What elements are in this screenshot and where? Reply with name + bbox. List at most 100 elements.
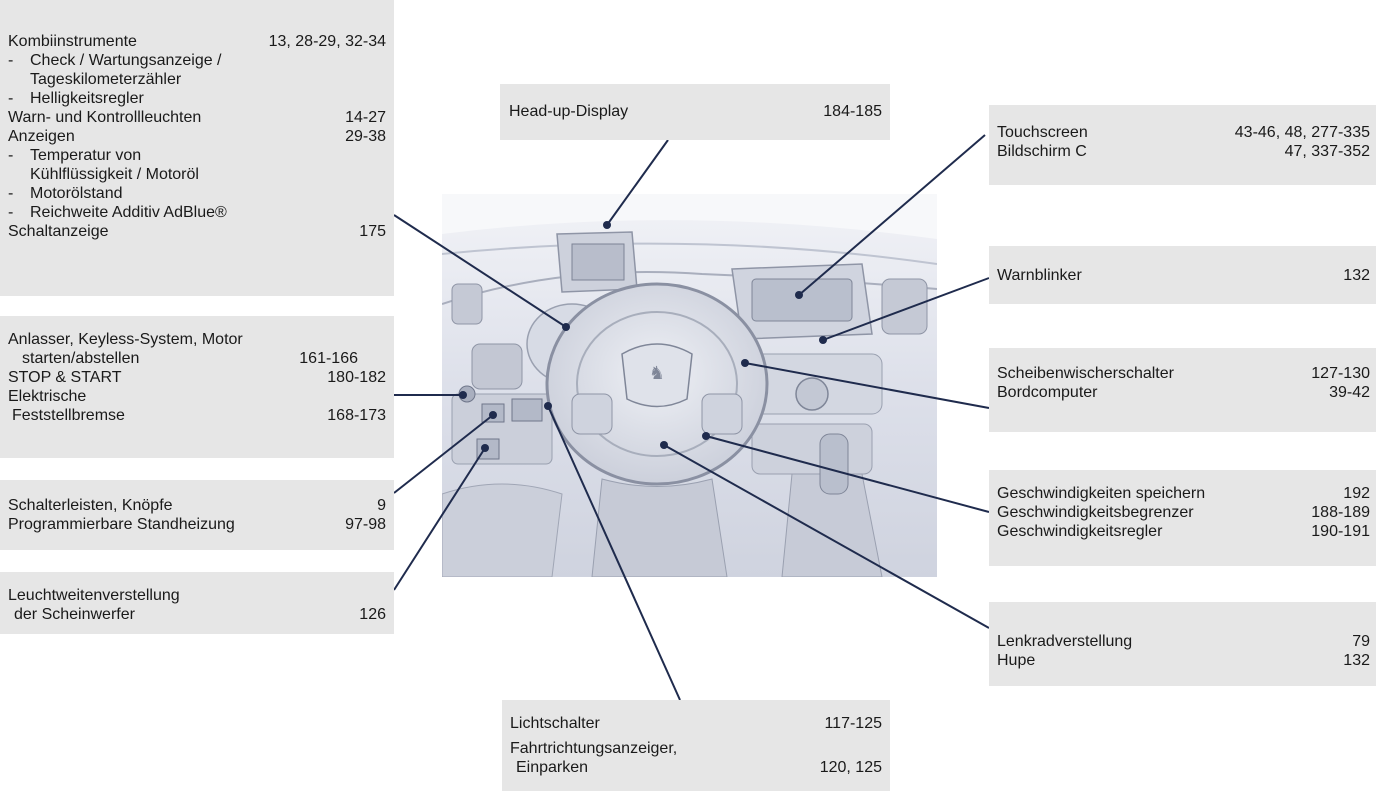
kombi-sub-motoroel: - Motorölstand — [8, 184, 386, 203]
kombi-sub-temperatur-line1: Temperatur von — [30, 147, 142, 164]
callout-lichtschalter: Lichtschalter 117-125 Fahrtrichtungsanze… — [502, 700, 890, 791]
kombi-sub-check-line2: Tageskilometerzähler — [30, 71, 182, 88]
touch-bildschirm: Bildschirm C — [997, 143, 1087, 160]
geschw-row3: Geschwindigkeitsregler 190-191 — [997, 522, 1370, 541]
licht-fahrtrichtung: Fahrtrichtungsanzeiger, — [510, 740, 678, 757]
lenk-pages: 79 — [1352, 633, 1370, 650]
warnblinker-label: Warnblinker — [997, 267, 1082, 284]
kombi-sub-motoroel-text: Motorölstand — [30, 185, 123, 202]
kombi-warn: Warn- und Kontrollleuchten — [8, 109, 202, 126]
kombi-sub-check: - Check / Wartungsanzeige / Tageskilomet… — [8, 51, 386, 89]
callout-leuchtweitenverstellung: Leuchtweitenverstellung der Scheinwerfer… — [0, 572, 394, 634]
callout-anlasser: Anlasser, Keyless-System, Motor starten/… — [0, 316, 394, 458]
wischer-row1: Scheibenwischerschalter 127-130 — [997, 364, 1370, 383]
kombi-sub-adblue-text: Reichweite Additiv AdBlue® — [30, 204, 227, 221]
kombi-anzeigen: Anzeigen — [8, 128, 75, 145]
hupe-label: Hupe — [997, 652, 1036, 669]
callout-scheibenwischer: Scheibenwischerschalter 127-130 Bordcomp… — [989, 348, 1376, 432]
anlasser-stopstart-pages: 180-182 — [327, 369, 386, 386]
lenk-row1: Lenkradverstellung 79 — [997, 632, 1370, 651]
touch-bildschirm-pages: 47, 337-352 — [1284, 143, 1370, 160]
geschw-regler: Geschwindigkeitsregler — [997, 523, 1163, 540]
callout-touchscreen: Touchscreen 43-46, 48, 277-335 Bildschir… — [989, 105, 1376, 185]
kombi-title-row: Kombiinstrumente 13, 28-29, 32-34 — [8, 32, 386, 51]
svg-text:♞: ♞ — [649, 363, 665, 384]
touch-row1: Touchscreen 43-46, 48, 277-335 — [997, 123, 1370, 142]
leucht-scheinwerfer-pages: 126 — [359, 606, 386, 623]
anlasser-row2: starten/abstellen 161-166 — [8, 349, 386, 368]
leucht-scheinwerfer: der Scheinwerfer — [14, 606, 135, 623]
callout-warnblinker: Warnblinker 132 — [989, 246, 1376, 304]
anlasser-row3: STOP & START 180-182 — [8, 368, 386, 387]
anlasser-row5: Feststellbremse 168-173 — [8, 406, 386, 425]
hud-row: Head-up-Display 184-185 — [509, 102, 882, 121]
kombi-schalt-pages: 175 — [359, 223, 386, 240]
geschw-row1: Geschwindigkeiten speichern 192 — [997, 484, 1370, 503]
schalter-leisten: Schalterleisten, Knöpfe — [8, 497, 173, 514]
callout-head-up-display: Head-up-Display 184-185 — [500, 84, 890, 140]
dash-bullet: - — [8, 52, 14, 69]
geschw-speichern-pages: 192 — [1343, 485, 1370, 502]
licht-einparken: Einparken — [516, 759, 589, 776]
geschw-row2: Geschwindigkeitsbegrenzer 188-189 — [997, 503, 1370, 522]
warnblinker-pages: 132 — [1343, 267, 1370, 284]
anlasser-feststellbremse: Feststellbremse — [12, 407, 125, 424]
anlasser-feststellbremse-pages: 168-173 — [327, 407, 386, 424]
dash-bullet: - — [8, 204, 14, 221]
dash-bullet: - — [8, 90, 14, 107]
kombi-sub-helligkeit: - Helligkeitsregler — [8, 89, 386, 108]
wischer-label: Scheibenwischerschalter — [997, 365, 1174, 382]
bordcomputer-pages: 39-42 — [1329, 384, 1370, 401]
warnblinker-row: Warnblinker 132 — [997, 266, 1370, 285]
kombi-warn-row: Warn- und Kontrollleuchten 14-27 — [8, 108, 386, 127]
wischer-pages: 127-130 — [1311, 365, 1370, 382]
schalter-standheizung-pages: 97-98 — [345, 516, 386, 533]
callout-geschwindigkeit: Geschwindigkeiten speichern 192 Geschwin… — [989, 470, 1376, 566]
kombi-sub-helligkeit-text: Helligkeitsregler — [30, 90, 144, 107]
hud-label: Head-up-Display — [509, 103, 629, 120]
hud-pages: 184-185 — [823, 103, 882, 120]
geschw-regler-pages: 190-191 — [1311, 523, 1370, 540]
anlasser-starten: starten/abstellen — [22, 350, 140, 367]
callout-schalterleisten: Schalterleisten, Knöpfe 9 Programmierbar… — [0, 480, 394, 550]
anlasser-elektrische: Elektrische — [8, 388, 87, 405]
leucht-row2: der Scheinwerfer 126 — [8, 605, 386, 624]
kombi-title: Kombiinstrumente — [8, 33, 137, 50]
callout-kombiinstrumente: Kombiinstrumente 13, 28-29, 32-34 - Chec… — [0, 0, 394, 296]
dash-bullet: - — [8, 147, 14, 164]
kombi-sub-check-line1: Check / Wartungsanzeige / — [30, 52, 222, 69]
kombi-anzeigen-row: Anzeigen 29-38 — [8, 127, 386, 146]
anlasser-starten-pages: 161-166 — [299, 350, 358, 367]
licht-schalter-pages: 117-125 — [824, 715, 882, 732]
kombi-anzeigen-pages: 29-38 — [345, 128, 386, 145]
callout-lenkradverstellung: Lenkradverstellung 79 Hupe 132 — [989, 602, 1376, 686]
kombi-warn-pages: 14-27 — [345, 109, 386, 126]
kombi-sub-temperatur-line2: Kühlflüssigkeit / Motoröl — [30, 166, 199, 183]
anlasser-line1: Anlasser, Keyless-System, Motor — [8, 331, 243, 348]
dashboard-illustration: ♞ — [442, 194, 937, 577]
kombi-sub-temperatur: - Temperatur von Kühlflüssigkeit / Motor… — [8, 146, 386, 184]
wischer-row2: Bordcomputer 39-42 — [997, 383, 1370, 402]
hupe-pages: 132 — [1343, 652, 1370, 669]
touch-screen: Touchscreen — [997, 124, 1088, 141]
lenk-label: Lenkradverstellung — [997, 633, 1133, 650]
kombi-schalt-row: Schaltanzeige 175 — [8, 222, 386, 241]
bordcomputer-label: Bordcomputer — [997, 384, 1098, 401]
anlasser-stopstart: STOP & START — [8, 369, 122, 386]
geschw-begrenzer: Geschwindigkeitsbegrenzer — [997, 504, 1194, 521]
geschw-speichern: Geschwindigkeiten speichern — [997, 485, 1206, 502]
leucht-line1: Leuchtweitenverstellung — [8, 587, 180, 604]
schalter-leisten-pages: 9 — [377, 497, 386, 514]
geschw-begrenzer-pages: 188-189 — [1311, 504, 1370, 521]
lenk-row2: Hupe 132 — [997, 651, 1370, 670]
schalter-row2: Programmierbare Standheizung 97-98 — [8, 515, 386, 534]
licht-row3: Einparken 120, 125 — [510, 758, 882, 777]
schalter-standheizung: Programmierbare Standheizung — [8, 516, 235, 533]
touch-screen-pages: 43-46, 48, 277-335 — [1234, 124, 1370, 141]
licht-row1: Lichtschalter 117-125 — [510, 714, 882, 733]
schalter-row1: Schalterleisten, Knöpfe 9 — [8, 496, 386, 515]
licht-einparken-pages: 120, 125 — [819, 759, 882, 776]
kombi-schalt: Schaltanzeige — [8, 223, 109, 240]
touch-row2: Bildschirm C 47, 337-352 — [997, 142, 1370, 161]
kombi-title-pages: 13, 28-29, 32-34 — [268, 33, 386, 50]
